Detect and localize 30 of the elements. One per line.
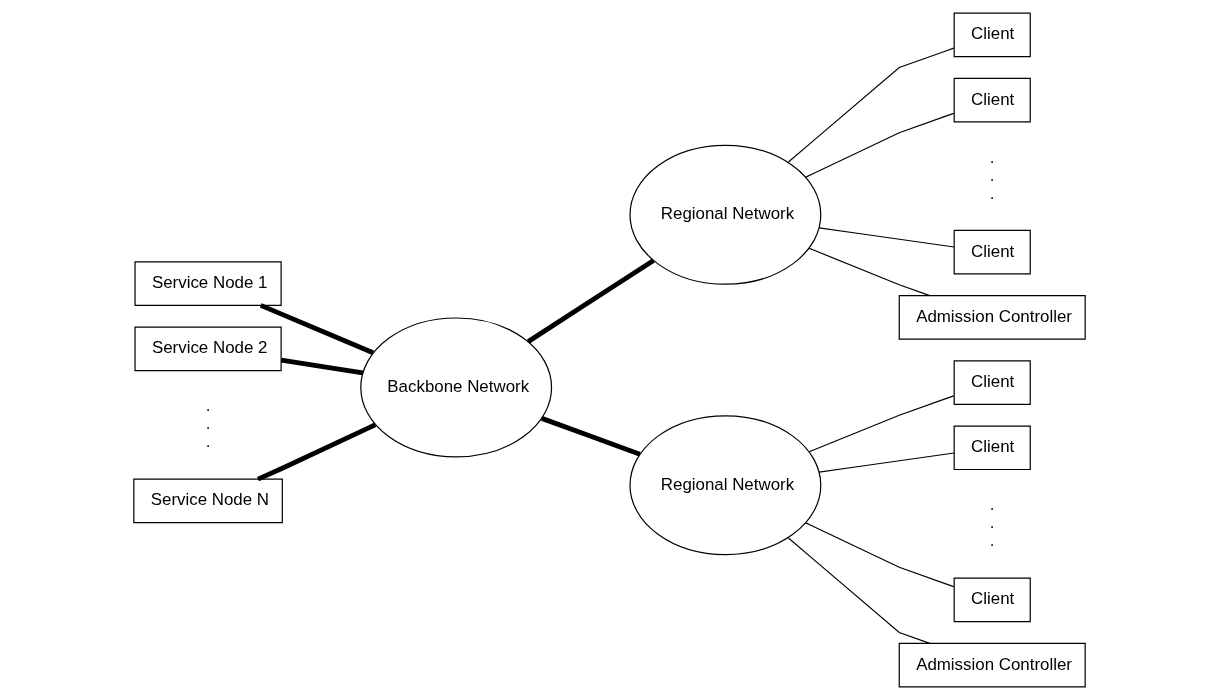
node-box: Admission Controller [898,295,1086,340]
connector [808,247,931,297]
node-box: Client [953,12,1031,58]
connector [818,227,955,248]
connector [259,303,374,356]
label: . . . [205,396,211,452]
node-box: Client [953,360,1031,405]
connector [526,258,655,344]
connector [787,47,955,163]
connector [805,112,955,178]
connector [818,452,955,473]
node-box: Service Node 2 [134,326,282,372]
node-ellipse: Backbone Network [360,317,553,458]
node-box: Client [953,425,1031,471]
connector [540,416,641,457]
node-box: Client [953,577,1031,623]
node-box: Client [953,77,1031,123]
node-box: Service Node N [133,478,283,524]
label: . . . [989,147,995,203]
connector [808,395,955,453]
connector [805,522,955,588]
label: . . . [989,495,995,551]
node-box: Admission Controller [898,642,1086,688]
node-ellipse: Regional Network [629,415,822,556]
node-ellipse: Regional Network [629,144,822,285]
connector [257,422,377,482]
node-box: Service Node 1 [134,261,282,306]
connector [280,357,364,376]
node-box: Client [953,229,1031,275]
connector [787,537,931,644]
